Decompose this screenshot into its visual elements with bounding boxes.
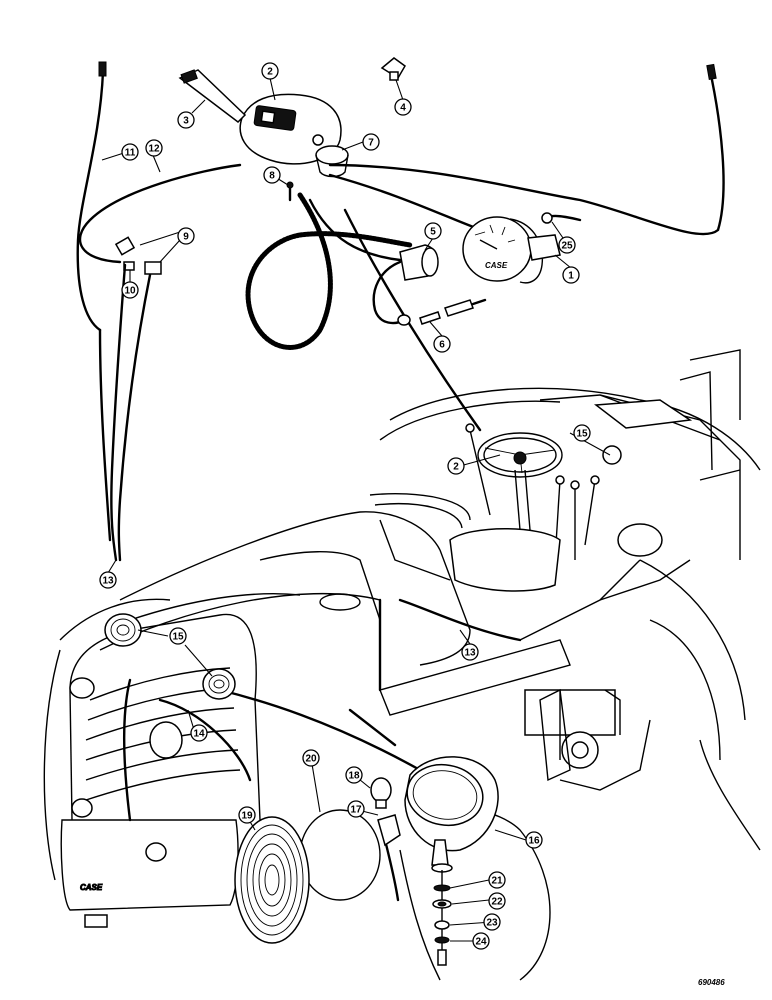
mounting-hardware — [432, 870, 452, 966]
callout-20: 20 — [302, 749, 320, 767]
connector-parts — [397, 298, 487, 326]
svg-text:5: 5 — [430, 227, 436, 238]
callout-2-top: 2 — [261, 62, 279, 80]
leader-lines — [101, 77, 611, 942]
lens — [234, 816, 310, 944]
svg-text:15: 15 — [172, 632, 184, 643]
svg-text:10: 10 — [124, 286, 136, 297]
svg-text:14: 14 — [193, 729, 205, 740]
callout-8: 8 — [263, 166, 281, 184]
callout-2-steering: 2 — [447, 457, 465, 475]
gauge: CASE — [462, 216, 561, 284]
callouts: 1 2 2 3 4 5 6 7 8 9 10 11 12 13 13 14 15… — [99, 62, 591, 950]
callout-10: 10 — [121, 281, 139, 299]
light-switch — [178, 69, 349, 178]
callout-19: 19 — [238, 806, 256, 824]
svg-text:13: 13 — [464, 648, 476, 659]
callout-11: 11 — [121, 143, 139, 161]
callout-5: 5 — [424, 222, 442, 240]
svg-text:25: 25 — [561, 241, 573, 252]
gasket-ring — [299, 809, 381, 901]
drawing-code: 690486 — [698, 978, 725, 987]
svg-text:16: 16 — [528, 836, 540, 847]
wire-right — [328, 78, 725, 236]
callout-6: 6 — [433, 335, 451, 353]
callout-13-side: 13 — [461, 643, 479, 661]
svg-text:12: 12 — [148, 144, 160, 155]
svg-text:22: 22 — [491, 897, 503, 908]
callout-9: 9 — [177, 227, 195, 245]
callout-7: 7 — [362, 133, 380, 151]
rear-lamp — [404, 756, 499, 873]
svg-text:13: 13 — [102, 576, 114, 587]
callout-24: 24 — [472, 932, 490, 950]
svg-text:8: 8 — [269, 171, 275, 182]
svg-text:20: 20 — [305, 754, 317, 765]
callout-25: 25 — [558, 236, 576, 254]
callout-23: 23 — [483, 913, 501, 931]
tractor-illustration: CASE — [43, 349, 761, 981]
callout-16: 16 — [525, 831, 543, 849]
callout-1: 1 — [562, 266, 580, 284]
flood-lamps — [104, 613, 236, 700]
harness-cable — [245, 192, 413, 350]
callout-17: 17 — [347, 800, 365, 818]
wiring-harness — [76, 61, 725, 902]
svg-text:15: 15 — [576, 429, 588, 440]
callout-12: 12 — [145, 139, 163, 157]
svg-text:11: 11 — [125, 148, 136, 159]
callout-22: 22 — [488, 892, 506, 910]
callout-18: 18 — [345, 766, 363, 784]
svg-text:19: 19 — [241, 811, 253, 822]
svg-text:6: 6 — [439, 340, 445, 351]
components: CASE — [104, 57, 561, 966]
svg-text:24: 24 — [475, 937, 487, 948]
svg-text:21: 21 — [491, 876, 503, 887]
svg-text:1: 1 — [568, 271, 574, 282]
bulb — [370, 777, 392, 809]
callout-15-dash: 15 — [573, 424, 591, 442]
callout-4: 4 — [394, 98, 412, 116]
callout-3: 3 — [177, 111, 195, 129]
svg-text:18: 18 — [348, 771, 360, 782]
svg-text:4: 4 — [400, 103, 406, 114]
svg-text:23: 23 — [486, 918, 498, 929]
svg-text:2: 2 — [453, 462, 459, 473]
svg-text:2: 2 — [267, 67, 273, 78]
lamp-socket — [377, 814, 401, 847]
wire-12 — [78, 163, 242, 264]
svg-text:CASE: CASE — [485, 261, 508, 270]
sender-unit — [399, 244, 439, 281]
callout-15-front: 15 — [169, 627, 187, 645]
svg-text:9: 9 — [183, 232, 189, 243]
mounting-bolt — [380, 57, 406, 81]
svg-text:CASE: CASE — [80, 883, 103, 892]
callout-13-left: 13 — [99, 571, 117, 589]
svg-text:7: 7 — [368, 138, 374, 149]
svg-text:3: 3 — [183, 116, 189, 127]
callout-14: 14 — [190, 724, 208, 742]
callout-21: 21 — [488, 871, 506, 889]
svg-text:17: 17 — [350, 805, 362, 816]
wire-11 — [76, 70, 105, 332]
